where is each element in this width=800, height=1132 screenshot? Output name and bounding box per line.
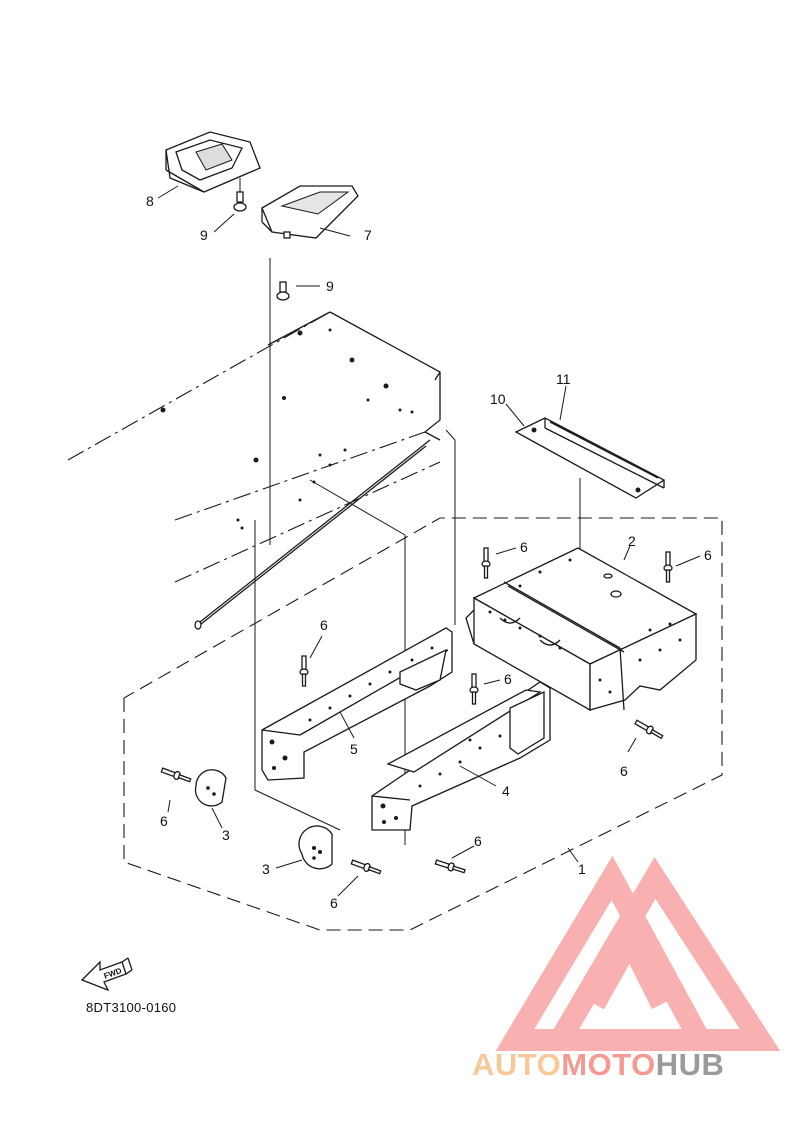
part-code: 8DT3100-0160: [86, 1000, 177, 1015]
callout-6f: 6: [160, 813, 168, 829]
bolt-9a: [233, 191, 247, 212]
callout-9b: 9: [326, 278, 334, 294]
watermark-text: AUTOMOTOHUB: [472, 1047, 724, 1083]
callout-6b: 6: [704, 547, 712, 563]
callout-9a: 9: [200, 227, 208, 243]
callout-6d: 6: [504, 671, 512, 687]
callout-4: 4: [502, 783, 510, 799]
callout-6g: 6: [474, 833, 482, 849]
assembly-boundary: [123, 517, 723, 931]
watermark-text-auto: AUTO: [472, 1047, 562, 1082]
callout-3a: 3: [222, 827, 230, 843]
callout-5: 5: [350, 741, 358, 757]
fwd-arrow-icon: FWD: [80, 957, 133, 992]
watermark-text-hub: HUB: [655, 1047, 725, 1082]
callout-6c: 6: [320, 617, 328, 633]
callout-leaders: [157, 185, 701, 897]
bolt-9b: [276, 281, 290, 301]
callout-2: 2: [628, 533, 636, 549]
callout-1: 1: [578, 861, 586, 877]
watermark-logo: [495, 855, 781, 1051]
callout-6e: 6: [620, 763, 628, 779]
watermark-text-moto: MOTO: [561, 1047, 656, 1082]
callout-6h: 6: [330, 895, 338, 911]
part-8-cover: [165, 131, 261, 193]
callout-labels: 1 2 3 3 4 5 6 6 6 6 6 6 6 6 7 8 9 9 10 1…: [146, 193, 712, 911]
callout-3b: 3: [262, 861, 270, 877]
part-2-bracket: [465, 547, 698, 712]
callout-6a: 6: [520, 539, 528, 555]
part-3-pad-a: [194, 769, 227, 807]
callout-8: 8: [146, 193, 154, 209]
part-4-rail: [371, 681, 551, 831]
part-3-pad-b: [298, 825, 333, 870]
callout-7: 7: [364, 227, 372, 243]
part-10-plate: [514, 417, 666, 499]
part-5-rail: [261, 627, 453, 781]
rivets-6: [160, 547, 673, 875]
callout-11: 11: [556, 371, 571, 387]
callout-10: 10: [490, 391, 506, 407]
part-7-cover: [261, 185, 359, 239]
frame-outline: [67, 311, 441, 630]
